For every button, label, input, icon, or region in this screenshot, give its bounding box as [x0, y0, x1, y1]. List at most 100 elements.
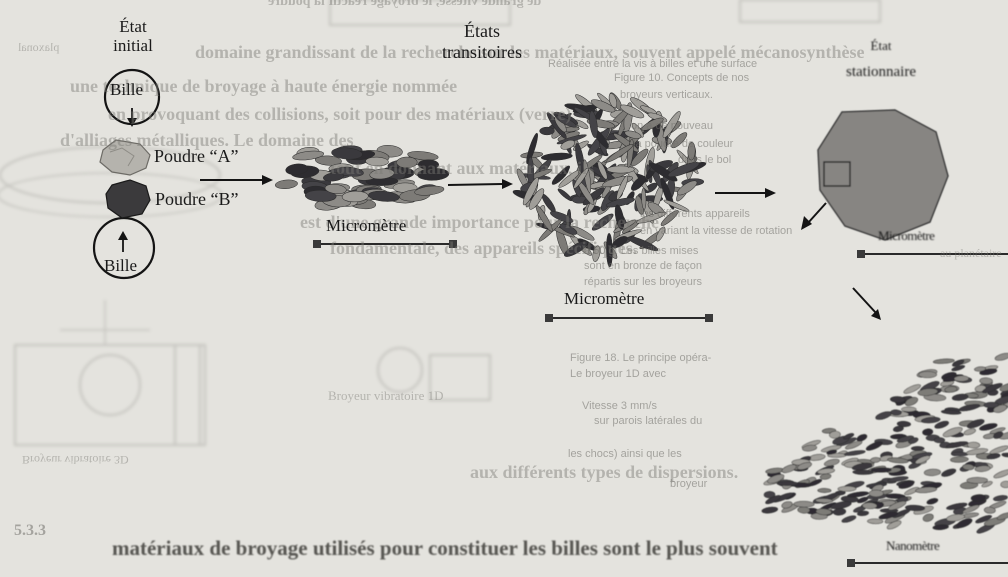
stationary-line-2: stationnaire — [846, 59, 916, 85]
particle-grain — [993, 495, 1008, 502]
particle-grain — [275, 179, 298, 190]
particle-grain — [954, 376, 969, 382]
top-bead-label: Bille — [110, 80, 143, 100]
powder-b-label: Poudre “B” — [155, 189, 238, 210]
column-line-11: répartis sur les broyeurs — [584, 276, 702, 288]
powder-b-particle — [106, 180, 150, 218]
particle-grain — [919, 371, 937, 377]
particle-grain — [950, 456, 968, 462]
particle-grain — [765, 467, 783, 474]
particle-grain — [841, 514, 857, 523]
transitory-line-1: États — [432, 21, 532, 42]
up-arrow-icon — [118, 231, 128, 240]
particle-grain — [817, 468, 835, 475]
particle-grain — [853, 470, 873, 475]
particle-grain — [926, 497, 938, 505]
stationary-state-label: État stationnaire — [846, 33, 916, 85]
particle-grain — [890, 396, 905, 403]
particle-grain — [962, 464, 974, 470]
particle-grain — [994, 352, 1008, 362]
caption-center: Broyeur vibratoire 1D — [328, 388, 444, 404]
column-line-5: la poudre de couleur — [633, 138, 733, 150]
mirror-line-3: en provoquant des collisions, soit pour … — [108, 104, 572, 125]
nanometer-cluster — [761, 352, 1008, 535]
particle-grain — [967, 442, 980, 448]
particle-grain — [869, 490, 884, 497]
particle-grain — [946, 440, 968, 448]
column-line-15: sur parois latérales du — [594, 415, 702, 427]
micrometer-label-1: Micromètre — [326, 216, 406, 236]
particle-grain — [557, 187, 574, 202]
stationary-particle — [818, 110, 948, 240]
particle-grain — [761, 506, 778, 514]
particle-grain — [891, 409, 902, 415]
column-line-16: les chocs) ainsi que les — [568, 448, 682, 460]
particle-grain — [996, 511, 1008, 521]
particle-grain — [870, 457, 880, 463]
column-line-17: broyeur — [670, 478, 707, 490]
column-line-12: Figure 18. Le principe opéra- — [570, 352, 711, 364]
particle-grain — [941, 467, 957, 478]
column-line-7: les différents appareils — [640, 208, 750, 220]
particle-grain — [781, 463, 797, 474]
column-line-6: dans le bol — [678, 154, 731, 166]
particle-grain — [844, 450, 866, 457]
particle-grain — [875, 410, 893, 421]
column-line-8: en variant la vitesse de rotation — [640, 225, 792, 237]
transitory-line-2: transitoires — [432, 42, 532, 63]
particle-grain — [963, 428, 976, 436]
particle-grain — [862, 502, 877, 508]
particle-grain — [818, 488, 831, 492]
particle-grain — [911, 446, 924, 450]
column-line-10: sont en bronze de façon — [584, 260, 702, 272]
bottom-bead-label: Bille — [104, 256, 137, 276]
particle-grain — [993, 468, 1008, 480]
micrometer-label-3: Micromètre — [878, 228, 934, 244]
top-left-fragment: plaxonal — [18, 40, 59, 55]
initial-state-line-2: initial — [103, 36, 163, 55]
powder-a-label: Poudre “A” — [154, 146, 238, 167]
initial-state-line-1: État — [103, 17, 163, 36]
particle-grain — [865, 440, 883, 452]
particle-grain — [867, 519, 883, 524]
particle-grain — [1002, 453, 1008, 458]
particle-grain — [815, 498, 833, 503]
mirror-top-line: de grande vitesse, le broyage réactif la… — [268, 0, 541, 10]
particle-grain — [967, 477, 988, 483]
column-line-2: Figure 10. Concepts de nos — [614, 72, 749, 84]
particle-grain — [934, 437, 945, 443]
stationary-line-1: État — [846, 33, 916, 59]
column-line-9: à 50 g. Les billes mises — [584, 245, 698, 257]
particle-grain — [901, 407, 916, 412]
particle-grain — [540, 127, 555, 135]
right-fragment: au planétaire — [940, 246, 1002, 261]
particle-grain — [980, 377, 993, 384]
particle-grain — [984, 402, 999, 408]
particle-grain — [893, 425, 904, 432]
nanometer-label: Nanomètre — [886, 538, 939, 554]
bottom-text-line: matériaux de broyage utilisés pour const… — [112, 536, 778, 561]
particle-grain — [871, 468, 891, 473]
particle-grain — [1001, 481, 1008, 488]
particle-grain — [952, 393, 969, 401]
initial-state-label: État initial — [103, 17, 163, 55]
column-line-1: Réalisée entre la vis à billes et une su… — [548, 58, 757, 70]
column-line-14: Vitesse 3 mm/s — [582, 400, 657, 412]
mirror-line-5: tout en donnant aux matériaux, ils — [330, 158, 594, 179]
bottom-number: 5.3.3 — [14, 522, 46, 540]
particle-grain — [607, 166, 634, 173]
column-line-13: Le broyeur 1D avec — [570, 368, 666, 380]
transitory-states-label: États transitoires — [432, 21, 532, 63]
particle-grain — [922, 513, 934, 523]
micrometer-label-2: Micromètre — [564, 289, 644, 309]
particle-grain — [794, 501, 814, 507]
particle-grain — [797, 506, 810, 513]
particle-grain — [924, 469, 941, 476]
particle-grain — [951, 452, 968, 456]
caption-bottom-left: Broyeur vibratoire 3D — [22, 452, 129, 467]
particle-grain — [933, 358, 954, 364]
column-line-3: broyeurs verticaux. — [620, 89, 713, 101]
column-line-4: on a de nouveau — [631, 120, 713, 132]
particle-grain — [777, 482, 798, 486]
